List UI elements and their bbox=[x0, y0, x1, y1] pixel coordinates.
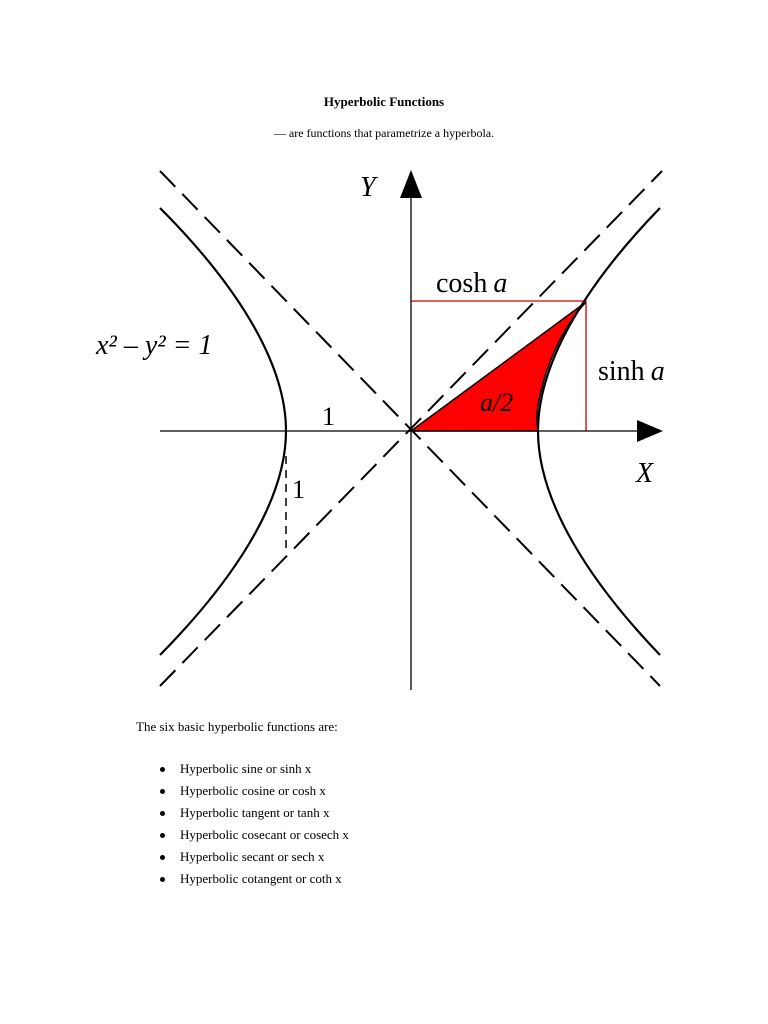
hyperbola-right-branch bbox=[536, 207, 661, 656]
list-item: Hyperbolic secant or sech x bbox=[136, 848, 349, 870]
intro-text: The six basic hyperbolic functions are: bbox=[136, 719, 338, 734]
bullet-icon bbox=[160, 789, 165, 794]
unit-label-y: 1 bbox=[292, 475, 305, 504]
list-item: Hyperbolic cotangent or coth x bbox=[136, 870, 349, 892]
equation-label: x² – y² = 1 bbox=[95, 330, 213, 361]
bullet-icon bbox=[160, 877, 165, 882]
bullet-icon bbox=[160, 855, 165, 860]
bullet-icon bbox=[160, 811, 165, 816]
list-item: Hyperbolic cosine or cosh x bbox=[136, 782, 349, 804]
list-item: Hyperbolic tangent or tanh x bbox=[136, 804, 349, 826]
y-axis-arrow bbox=[400, 170, 422, 198]
page-subtitle: — are functions that parametrize a hyper… bbox=[273, 126, 495, 140]
list-item: Hyperbolic cosecant or cosech x bbox=[136, 826, 349, 848]
bullet-icon bbox=[160, 833, 165, 838]
list-item: Hyperbolic sine or sinh x bbox=[136, 760, 349, 782]
x-axis-label: X bbox=[635, 458, 654, 489]
y-axis-label: Y bbox=[360, 172, 379, 203]
cosh-guide-line bbox=[411, 300, 587, 431]
bullet-icon bbox=[160, 767, 165, 772]
x-axis-arrow bbox=[637, 420, 663, 442]
hyperbola-left-branch bbox=[159, 207, 288, 656]
unit-label-x: 1 bbox=[322, 402, 335, 431]
area-label: a/2 bbox=[480, 388, 513, 417]
asymptote-2 bbox=[159, 170, 663, 687]
page-title: Hyperbolic Functions bbox=[323, 94, 445, 109]
function-list: Hyperbolic sine or sinh x Hyperbolic cos… bbox=[136, 760, 349, 892]
